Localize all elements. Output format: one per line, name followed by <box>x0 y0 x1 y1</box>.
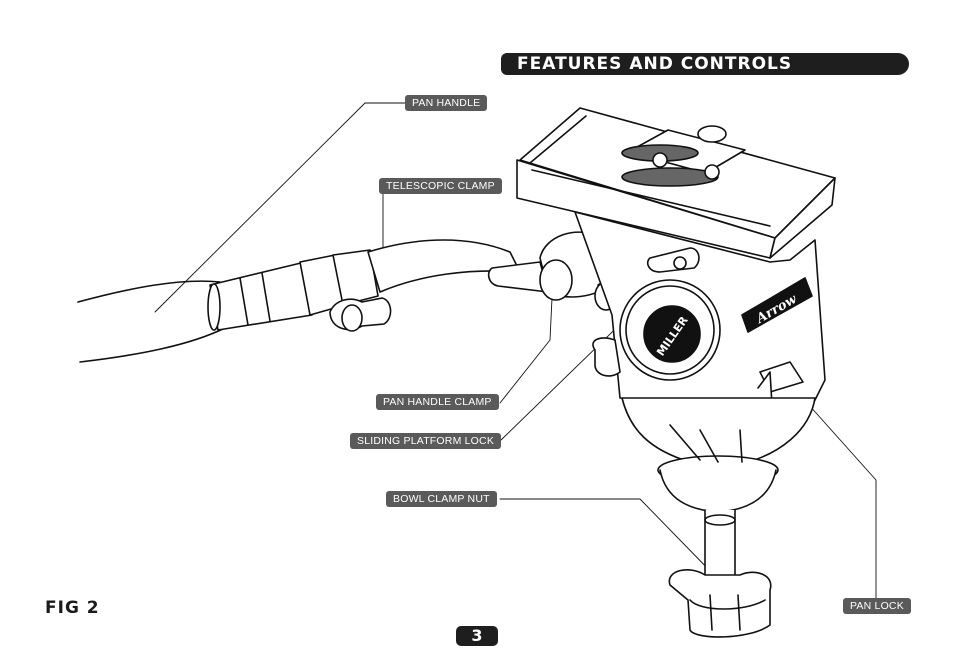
callout-telescopic-clamp: TELESCOPIC CLAMP <box>379 178 502 194</box>
figure-label: FIG 2 <box>45 598 100 618</box>
callout-sliding-platform-lock: SLIDING PLATFORM LOCK <box>350 433 502 449</box>
sliding-platform-drawing <box>516 107 836 259</box>
pan-handle-drawing <box>77 239 549 363</box>
callout-pan-handle-clamp: PAN HANDLE CLAMP <box>376 394 499 410</box>
callout-pan-lock: PAN LOCK <box>843 598 911 614</box>
head-body-drawing <box>574 211 826 411</box>
section-title: FEATURES AND CONTROLS <box>517 54 793 74</box>
page-number: 3 <box>456 626 498 646</box>
bowl-drawing <box>621 397 816 513</box>
callout-pan-handle: PAN HANDLE <box>405 95 488 111</box>
callout-bowl-clamp-nut: BOWL CLAMP NUT <box>386 491 497 507</box>
bowl-clamp-nut-drawing <box>668 509 772 638</box>
section-header-bar: FEATURES AND CONTROLS <box>501 53 909 75</box>
